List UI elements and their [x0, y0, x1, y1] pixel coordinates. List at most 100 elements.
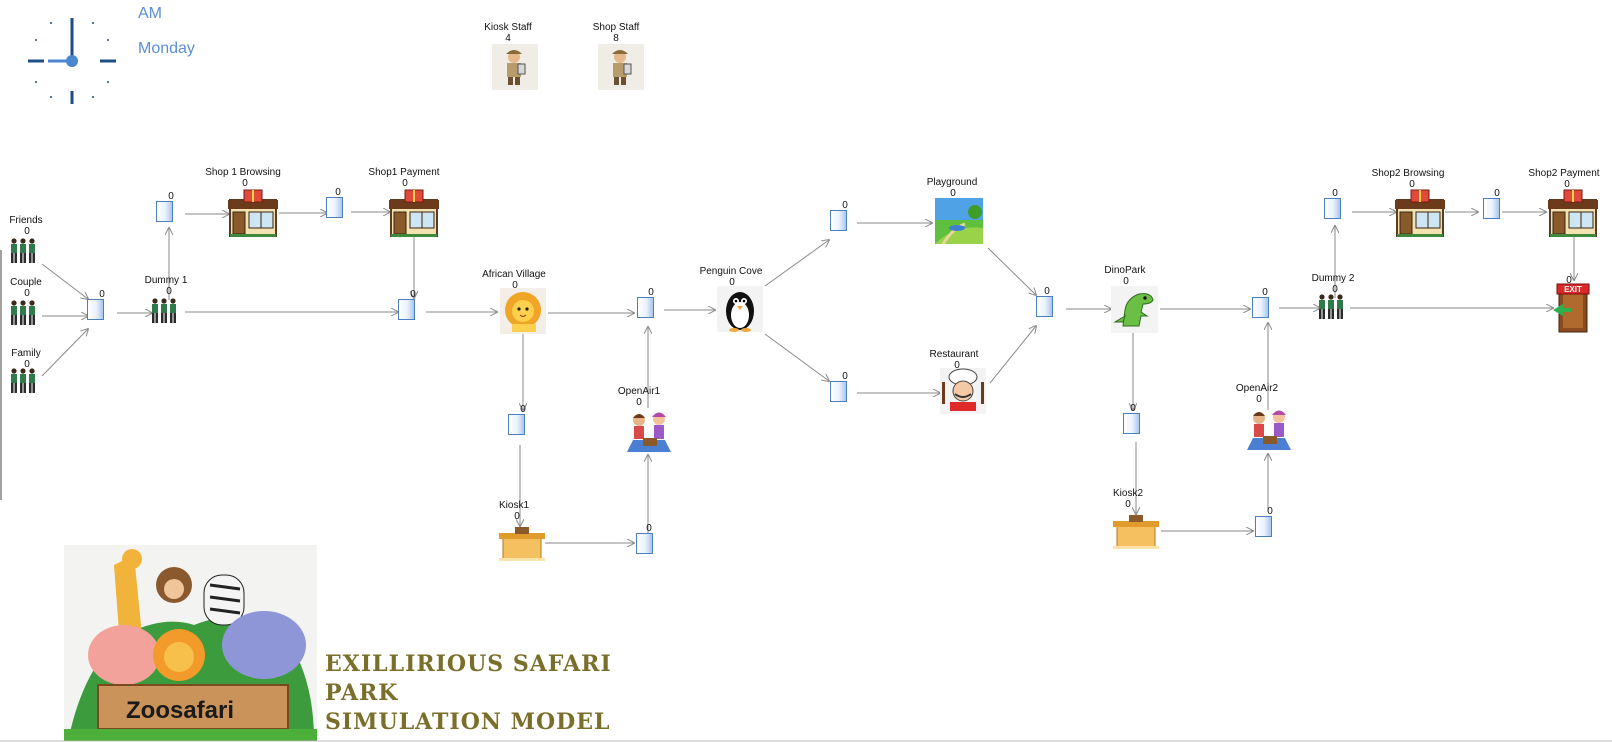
queue-kiosk1[interactable]: [508, 414, 525, 435]
shop1-browsing-label: Shop 1 Browsing: [205, 167, 281, 178]
queue-kiosk2-count: 0: [1130, 403, 1136, 414]
queue-shop2-browse-count: 0: [1332, 188, 1338, 199]
kiosk1-count: 0: [514, 511, 520, 522]
shop-staff-icon[interactable]: [597, 43, 645, 91]
queue-after-village-count: 0: [648, 287, 654, 298]
queue-shop1-pay-count: 0: [335, 187, 341, 198]
african-village-label: African Village: [482, 269, 546, 280]
clock-period: AM: [138, 5, 162, 22]
queue-openair1[interactable]: [636, 533, 653, 554]
exit-door-icon[interactable]: EXIT: [1553, 283, 1590, 333]
openair2-label: OpenAir2: [1235, 383, 1279, 394]
shop1-payment-label: Shop1 Payment: [368, 167, 440, 178]
queue-kiosk2[interactable]: [1123, 413, 1140, 434]
shop2-payment-label: Shop2 Payment: [1528, 168, 1600, 179]
openair2-count: 0: [1256, 394, 1262, 405]
playground-label: Playground: [926, 177, 978, 188]
family-source-icon[interactable]: [11, 368, 35, 393]
queue-shop1-browse[interactable]: [156, 201, 173, 222]
shop2-browsing-label: Shop2 Browsing: [1371, 168, 1445, 179]
exit-sign-text: EXIT: [1564, 285, 1582, 294]
openair1-icon[interactable]: [627, 412, 671, 453]
african-village-count: 0: [512, 280, 518, 291]
shop-staff-count: 8: [613, 33, 619, 44]
shop1-browsing-icon[interactable]: [227, 189, 279, 238]
openair1-count: 0: [636, 397, 642, 408]
shop1-payment-icon[interactable]: [388, 189, 440, 238]
shop2-browsing-count: 0: [1409, 179, 1415, 190]
exit-count: 0: [1566, 275, 1572, 286]
queue-playground[interactable]: [830, 210, 847, 231]
openair1-label: OpenAir1: [617, 386, 661, 397]
shop-staff-label: Shop Staff: [592, 22, 640, 33]
penguin-icon[interactable]: [717, 286, 763, 332]
openair2-icon[interactable]: [1247, 410, 1291, 451]
queue-openair2[interactable]: [1255, 516, 1272, 537]
penguin-cove-label: Penguin Cove: [699, 266, 763, 277]
dinosaur-icon[interactable]: [1111, 286, 1158, 333]
kiosk1-icon[interactable]: [498, 526, 546, 562]
queue-restaurant[interactable]: [830, 381, 847, 402]
queue-before-dino[interactable]: [1036, 296, 1053, 317]
zoosafari-logo: [64, 545, 317, 741]
couple-label: Couple: [10, 277, 42, 288]
clock-icon: [28, 18, 116, 104]
queue-after-village[interactable]: [637, 297, 654, 318]
queue-entry-count: 0: [99, 289, 105, 300]
dummy2-label: Dummy 2: [1311, 273, 1355, 284]
queue-after-dino[interactable]: [1252, 297, 1269, 318]
dinopark-count: 0: [1123, 276, 1129, 287]
friends-count: 0: [24, 226, 30, 237]
model-title-line1: EXILLIRIOUS SAFARI: [325, 651, 612, 677]
queue-shop2-pay[interactable]: [1483, 198, 1500, 219]
couple-count: 0: [24, 288, 30, 299]
clock-day: Monday: [138, 40, 195, 57]
kiosk2-label: Kiosk2: [1112, 488, 1143, 499]
queue-before-village-count: 0: [410, 289, 416, 300]
park-icon[interactable]: [935, 198, 983, 245]
dummy1-label: Dummy 1: [144, 275, 188, 286]
kiosk2-count: 0: [1125, 499, 1131, 510]
dummy1-count: 0: [166, 286, 172, 297]
dummy2-icon[interactable]: [1319, 294, 1343, 319]
model-title-line2: PARK: [325, 680, 399, 706]
friends-label: Friends: [9, 215, 43, 226]
model-title-line3: SIMULATION MODEL: [325, 709, 611, 735]
queue-kiosk1-count: 0: [520, 404, 526, 415]
kiosk-staff-count: 4: [505, 33, 511, 44]
family-count: 0: [24, 359, 30, 370]
friends-source-icon[interactable]: [11, 238, 35, 263]
queue-shop1-browse-count: 0: [168, 191, 174, 202]
queue-playground-count: 0: [842, 200, 848, 211]
kiosk2-icon[interactable]: [1112, 514, 1160, 550]
queue-before-village[interactable]: [398, 299, 415, 320]
dinopark-label: DinoPark: [1104, 265, 1146, 276]
restaurant-label: Restaurant: [929, 349, 979, 360]
shop2-payment-count: 0: [1564, 179, 1570, 190]
queue-shop2-browse[interactable]: [1324, 198, 1341, 219]
logo-text: Zoosafari: [126, 697, 235, 724]
dummy2-count: 0: [1332, 284, 1338, 295]
flow-connectors: [41, 212, 1574, 543]
queue-after-dino-count: 0: [1262, 287, 1268, 298]
queue-shop1-pay[interactable]: [326, 197, 343, 218]
queue-restaurant-count: 0: [842, 371, 848, 382]
queue-openair1-count: 0: [646, 523, 652, 534]
shop1-payment-count: 0: [402, 178, 408, 189]
kiosk1-label: Kiosk1: [498, 500, 529, 511]
queue-openair2-count: 0: [1267, 506, 1273, 517]
couple-source-icon[interactable]: [11, 300, 35, 325]
lion-icon[interactable]: [500, 288, 546, 334]
shop2-browsing-icon[interactable]: [1394, 189, 1446, 238]
kiosk-staff-icon[interactable]: [491, 43, 539, 91]
chef-icon[interactable]: [940, 368, 986, 414]
family-label: Family: [11, 348, 41, 359]
dummy1-icon[interactable]: [152, 298, 176, 323]
shop2-payment-icon[interactable]: [1547, 189, 1599, 238]
queue-before-dino-count: 0: [1044, 286, 1050, 297]
kiosk-staff-label: Kiosk Staff: [484, 22, 532, 33]
restaurant-count: 0: [954, 360, 960, 371]
shop1-browsing-count: 0: [242, 178, 248, 189]
queue-entry[interactable]: [87, 299, 104, 320]
